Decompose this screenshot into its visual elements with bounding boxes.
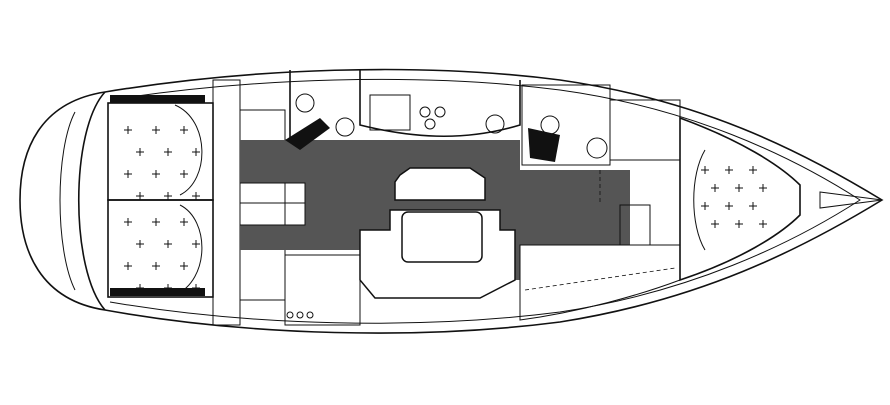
cushion-cross [192,240,200,248]
cushion-cross [152,126,160,134]
cushion-cross [725,166,733,174]
cushion-cross [124,262,132,270]
bow [819,191,883,209]
cushion-cross [124,170,132,178]
cushion-cross [164,240,172,248]
cushion-cross [152,262,160,270]
cushion-pattern [124,126,767,292]
cushion-cross [164,148,172,156]
aft-cabins [107,79,286,326]
cushion-cross [180,126,188,134]
inner-hull-line [109,78,861,324]
stern-step [59,111,76,291]
cushion-cross [164,284,172,292]
cushion-cross [192,192,200,200]
cushion-cross [725,202,733,210]
cushion-cross [180,170,188,178]
cushion-cross [759,220,767,228]
cushion-cross [164,192,172,200]
cushion-cross [192,284,200,292]
cushion-cross [735,220,743,228]
cushion-cross [180,262,188,270]
cushion-cross [152,170,160,178]
cushion-cross [124,218,132,226]
cushion-cross [124,126,132,134]
cushion-cross [136,192,144,200]
galley [285,70,521,150]
cushion-cross [136,148,144,156]
saloon-table [359,167,516,299]
forward-cabin [679,116,801,282]
cushion-cross [136,240,144,248]
cushion-cross [152,218,160,226]
cushion-cross [711,220,719,228]
cushion-cross [180,218,188,226]
cushion-cross [749,202,757,210]
cushion-cross [749,166,757,174]
cushion-cross [136,284,144,292]
stern-transom [77,91,106,311]
cushion-cross [701,202,709,210]
starboard-berths [284,170,681,326]
cushion-cross [735,184,743,192]
cushion-cross [192,148,200,156]
cushion-cross [759,184,767,192]
cushion-cross [711,184,719,192]
hull-outline [19,68,884,334]
cushion-cross [701,166,709,174]
